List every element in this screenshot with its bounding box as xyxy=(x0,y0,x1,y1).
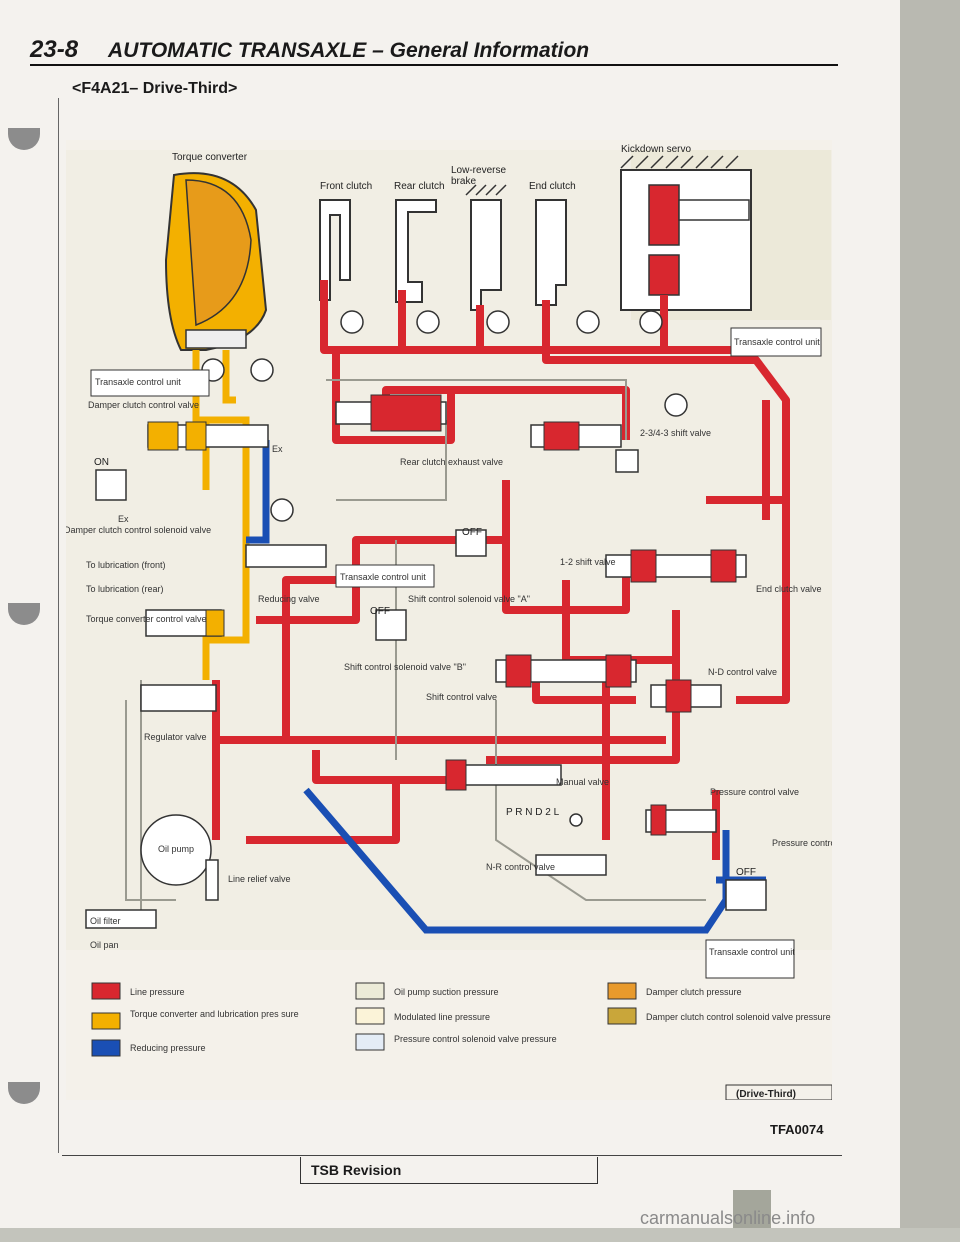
label-off-3: OFF xyxy=(736,867,756,878)
label-damper-solenoid: Damper clutch control solenoid valve xyxy=(66,525,211,535)
bottom-strip xyxy=(0,1228,960,1242)
label-nr-control: N-R control valve xyxy=(486,862,555,872)
label-reducing-valve: Reducing valve xyxy=(258,594,320,604)
label-on: ON xyxy=(94,457,109,468)
label-ex-2: Ex xyxy=(118,514,129,524)
page-sidebar xyxy=(900,0,960,1242)
label-tc-control-valve: Torque converter control valve xyxy=(86,614,207,624)
label-shift-sol-b: Shift control solenoid valve "B" xyxy=(344,662,466,672)
label-pressure-sol: Pressure control solenoid valve xyxy=(772,838,832,848)
label-shift-sol-a: Shift control solenoid valve "A" xyxy=(408,594,530,604)
label-rear-clutch-exhaust: Rear clutch exhaust valve xyxy=(400,457,503,467)
watermark: carmanualsonline.info xyxy=(640,1208,816,1228)
watermark-block xyxy=(733,1190,771,1228)
line-pressure-circuit xyxy=(212,280,790,860)
figure-code: TFA0074 xyxy=(770,1122,824,1137)
range-tag: (Drive-Third) xyxy=(736,1089,796,1100)
legend-solenoid: Pressure control solenoid valve pressure xyxy=(394,1034,557,1044)
legend-clutch: Damper clutch pressure xyxy=(646,987,742,997)
label-tcu-2: Transaxle control unit xyxy=(734,337,820,347)
binder-tab-2 xyxy=(8,603,40,625)
label-oil-pump: Oil pump xyxy=(158,844,194,854)
header-title: AUTOMATIC TRANSAXLE – General Informatio… xyxy=(108,39,590,62)
label-off-1: OFF xyxy=(462,527,482,538)
label-ex-1: Ex xyxy=(272,444,283,454)
binder-tab-3 xyxy=(8,1082,40,1104)
page-header: 23-8 AUTOMATIC TRANSAXLE – General Inform… xyxy=(30,36,589,64)
label-low-reverse: Low-reverse xyxy=(451,165,506,176)
legend-reducing: Reducing pressure xyxy=(130,1043,206,1053)
label-end-clutch-valve: End clutch valve xyxy=(756,584,822,594)
label-tcu-1: Transaxle control unit xyxy=(95,377,181,387)
label-end-clutch: End clutch xyxy=(529,181,576,192)
header-rule xyxy=(30,64,838,66)
label-nd-control: N-D control valve xyxy=(708,667,777,677)
legend-suction: Oil pump suction pressure xyxy=(394,987,499,997)
legend-line: Line pressure xyxy=(130,987,185,997)
valve-spools xyxy=(370,394,737,836)
label-tcu-4: Transaxle control unit xyxy=(709,947,795,957)
legend-converter: Torque converter and lubrication pres su… xyxy=(130,1009,299,1019)
legend-control: Damper clutch control solenoid valve pre… xyxy=(646,1012,831,1022)
tsb-label: TSB Revision xyxy=(311,1162,402,1178)
label-off-2: OFF xyxy=(370,606,390,617)
label-kickdown-servo: Kickdown servo xyxy=(621,144,691,155)
legend-modulated: Modulated line pressure xyxy=(394,1012,490,1022)
section-number: 23-8 xyxy=(30,36,79,63)
label-shift-control-valve: Shift control valve xyxy=(426,692,497,702)
label-pressure-control-valve: Pressure control valve xyxy=(710,787,799,797)
binder-tab-1 xyxy=(8,128,40,150)
label-lub-rear: To lubrication (rear) xyxy=(86,584,164,594)
label-manual-valve: Manual valve xyxy=(556,777,609,787)
kickdown-servo xyxy=(620,155,752,311)
label-rear-clutch: Rear clutch xyxy=(394,181,445,192)
footer-rule xyxy=(62,1155,842,1156)
tsb-revision-box: TSB Revision xyxy=(300,1157,598,1184)
label-shift-12: 1-2 shift valve xyxy=(560,557,616,567)
label-shift-234: 2-3/4-3 shift valve xyxy=(640,428,711,438)
legend: Line pressure Torque converter and lubri… xyxy=(91,982,831,1057)
label-torque-converter: Torque converter xyxy=(172,152,248,163)
label-lub-front: To lubrication (front) xyxy=(86,560,166,570)
hydraulic-circuit-diagram: Torque converter Front clutch Rear clutc… xyxy=(64,140,897,1101)
control-unit-boxes xyxy=(90,327,822,979)
orifices xyxy=(201,310,688,827)
torque-converter xyxy=(164,172,268,351)
margin-line xyxy=(58,98,59,1153)
low-reverse-brake xyxy=(465,184,507,311)
label-regulator-valve: Regulator valve xyxy=(144,732,207,742)
label-front-clutch: Front clutch xyxy=(320,181,372,192)
label-damper-valve: Damper clutch control valve xyxy=(88,400,199,410)
label-brake: brake xyxy=(451,176,476,187)
page-subtitle: <F4A21– Drive-Third> xyxy=(72,80,238,97)
label-prnd: P R N D 2 L xyxy=(506,807,560,818)
end-clutch xyxy=(535,199,567,306)
label-tcu-3: Transaxle control unit xyxy=(340,572,426,582)
label-line-relief: Line relief valve xyxy=(228,874,291,884)
label-oil-filter: Oil filter xyxy=(90,916,121,926)
yellow-spools xyxy=(147,421,225,637)
label-oil-pan: Oil pan xyxy=(90,940,119,950)
